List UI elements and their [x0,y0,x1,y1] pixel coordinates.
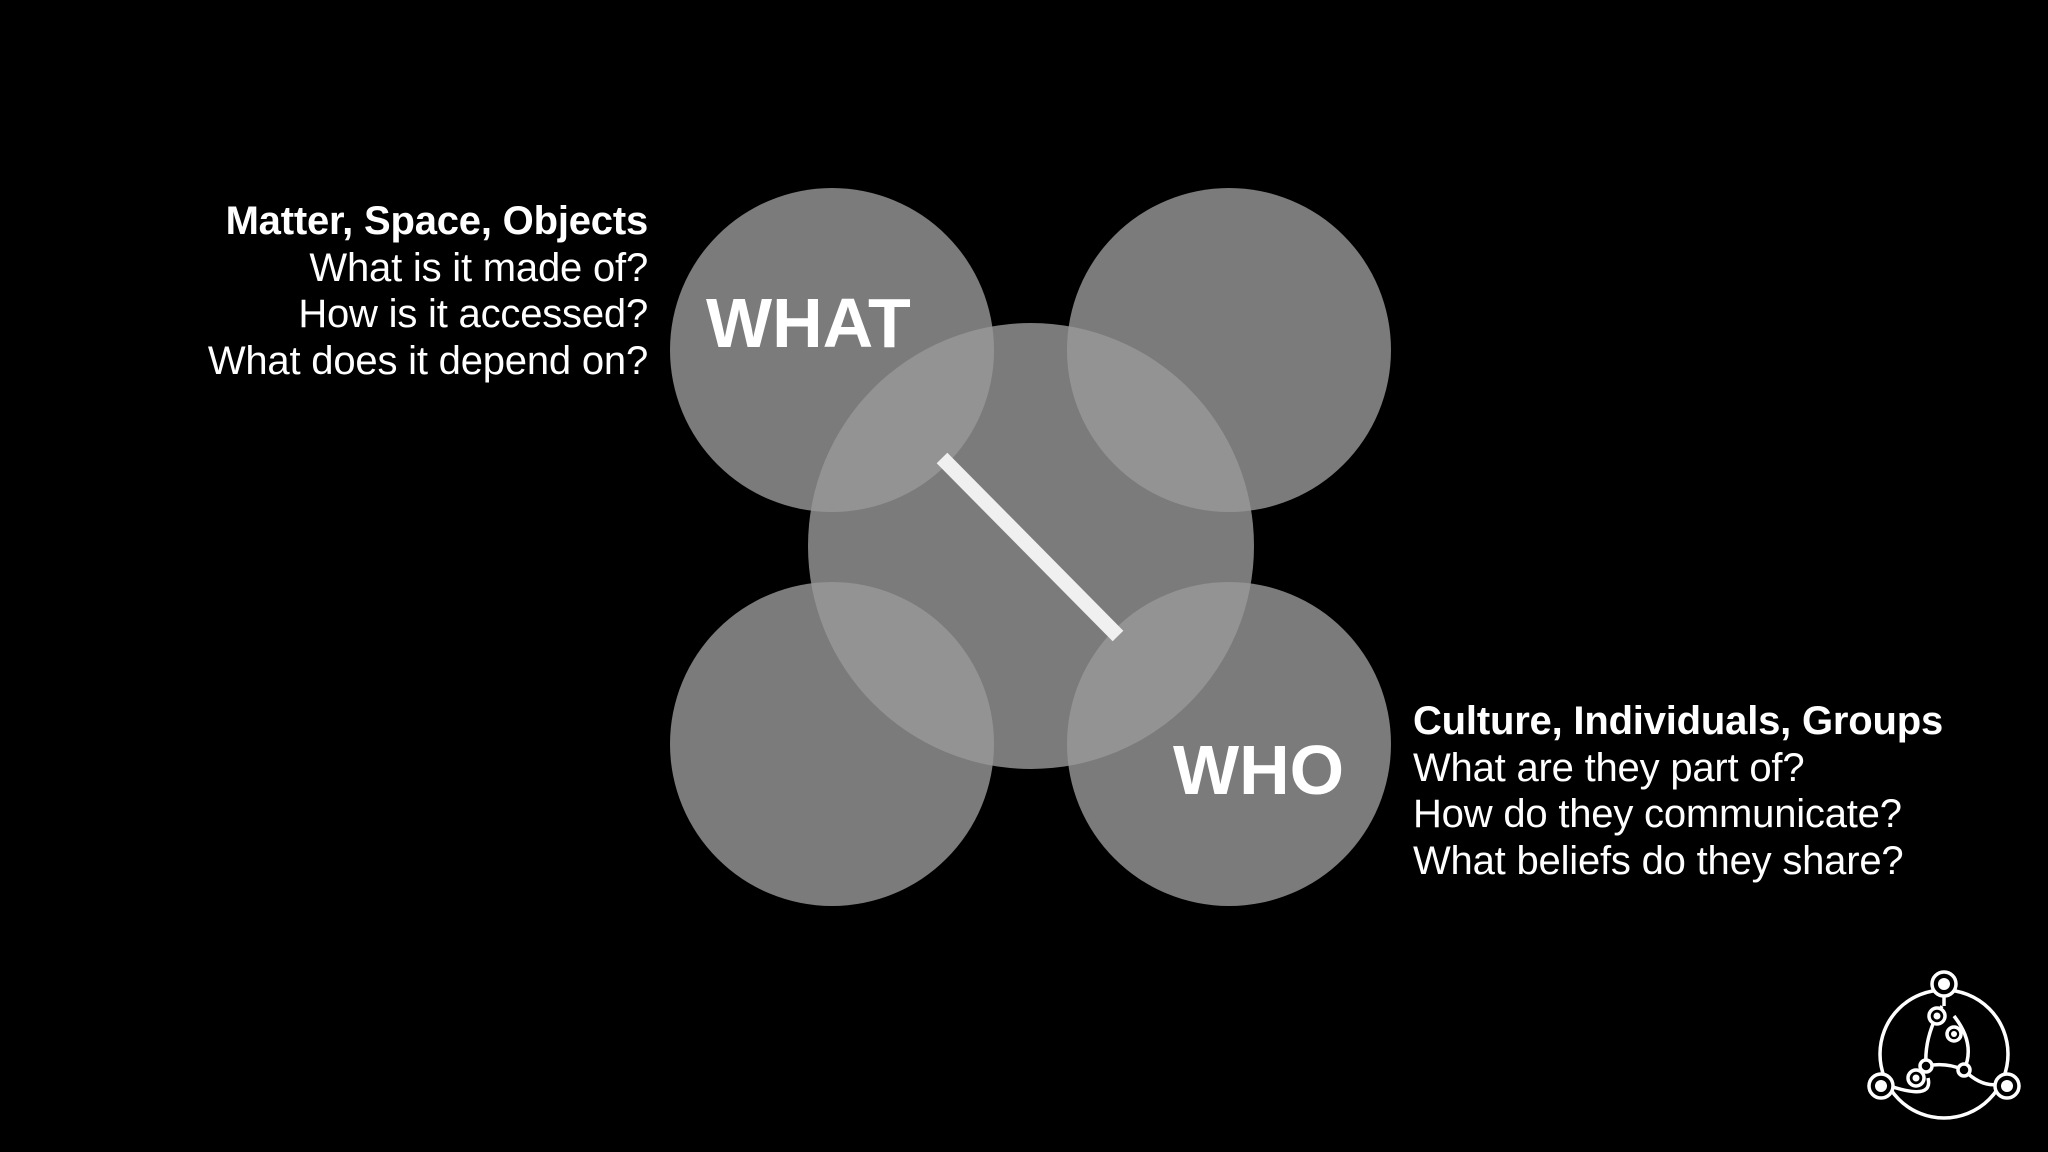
what-who-connector [936,452,1124,642]
who-description: Culture, Individuals, Groups What are th… [1413,698,1943,884]
triad-network-logo-icon [1867,970,2021,1120]
who-label: WHO [1173,731,1345,809]
who-question-3: What beliefs do they share? [1413,838,1904,883]
what-question-1: What is it made of? [309,245,648,290]
what-label: WHAT [706,284,911,362]
who-question-1: What are they part of? [1413,745,1805,790]
what-question-3: What does it depend on? [207,338,648,383]
what-heading: Matter, Space, Objects [225,199,649,243]
who-question-2: How do they communicate? [1413,792,1902,836]
what-question-2: How is it accessed? [298,292,648,336]
what-description: Matter, Space, Objects What is it made o… [208,198,648,384]
who-heading: Culture, Individuals, Groups [1413,699,1944,743]
